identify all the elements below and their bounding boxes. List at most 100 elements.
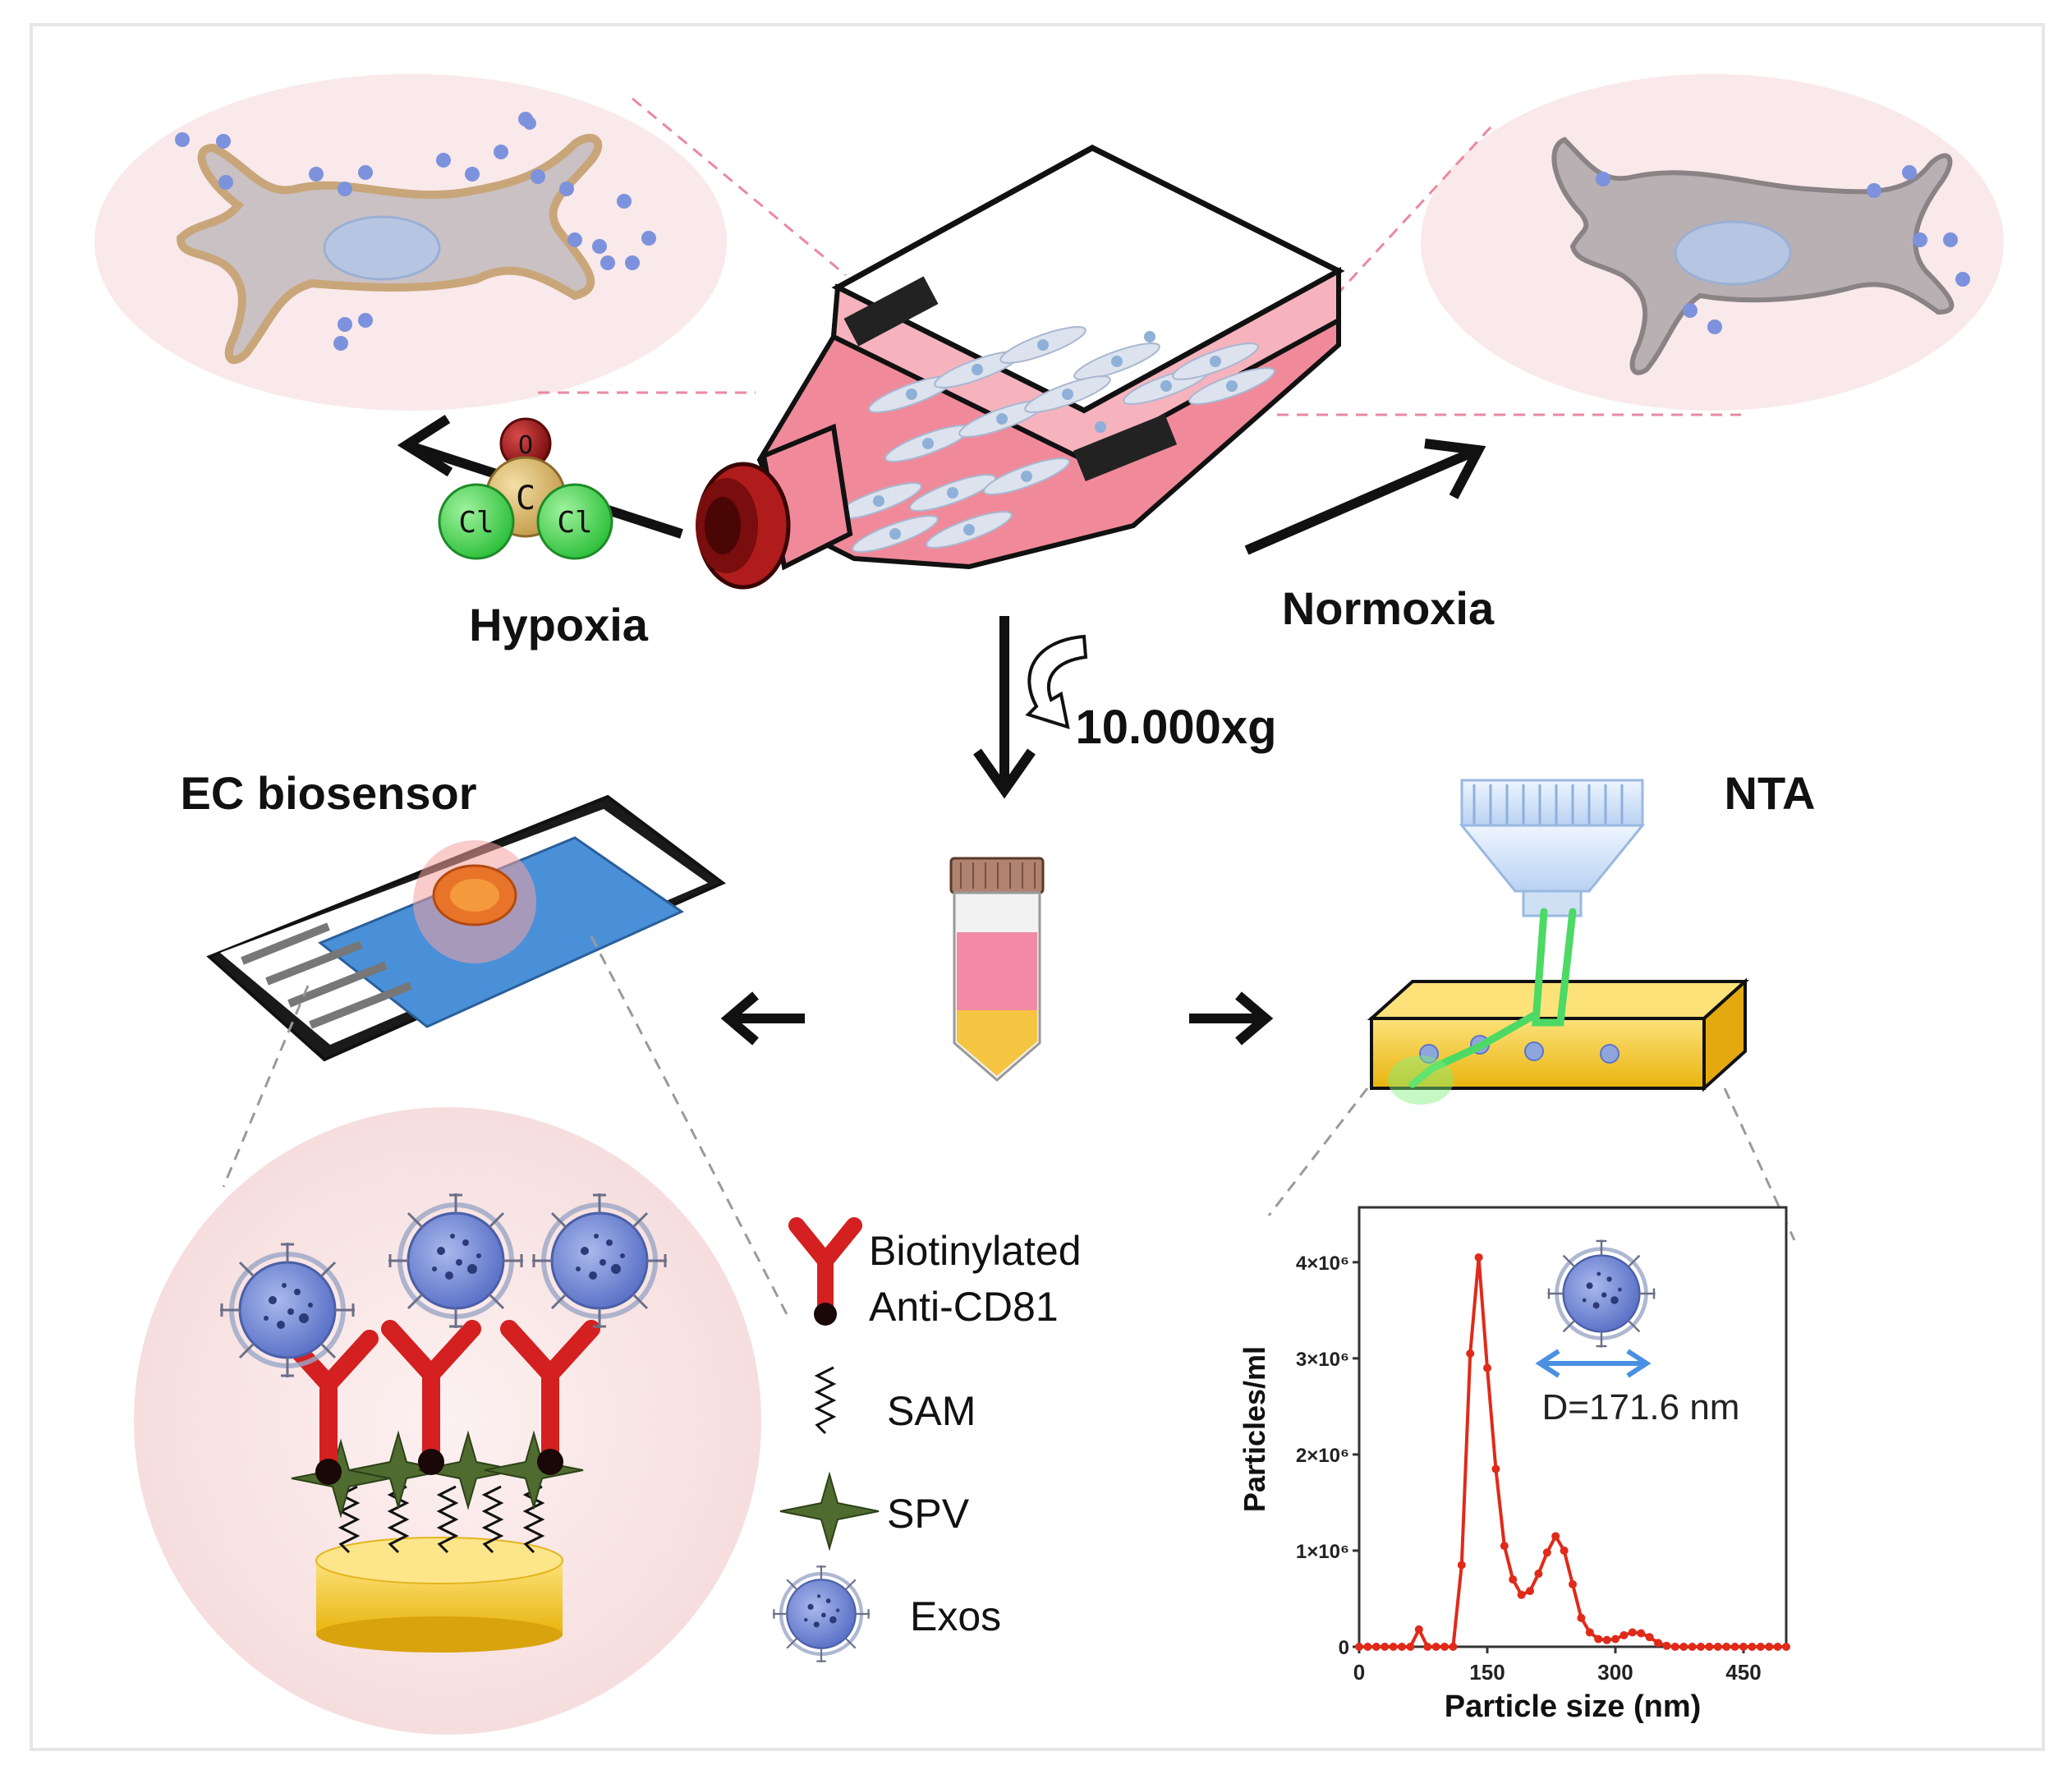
laser-glow <box>1388 1055 1454 1105</box>
x-tick-label: 450 <box>1725 1660 1761 1685</box>
ec-biosensor-label: EC biosensor <box>181 767 477 819</box>
x-tick-label: 300 <box>1597 1660 1633 1685</box>
x-tick-label: 150 <box>1469 1660 1505 1685</box>
data-point <box>1773 1643 1782 1651</box>
hypoxia-cell-panel <box>94 74 727 411</box>
data-point <box>1483 1363 1491 1372</box>
data-point <box>1594 1634 1603 1643</box>
nta-microscope <box>1459 779 1646 917</box>
centrifuge-tube <box>949 857 1045 1082</box>
cocl2-molecule: O C Cl Cl <box>438 417 613 560</box>
data-point <box>1414 1625 1423 1634</box>
data-point <box>1577 1613 1586 1622</box>
data-point <box>1688 1643 1697 1651</box>
data-point <box>1560 1546 1569 1555</box>
legend-antibody-symbol <box>788 1217 862 1326</box>
data-point <box>1398 1643 1406 1651</box>
chlorine-left-label: Cl <box>458 506 494 540</box>
biosensor-zoom-lines <box>222 935 788 1315</box>
data-point <box>1363 1643 1372 1651</box>
data-point <box>1662 1641 1671 1650</box>
y-tick-label: 4×10⁶ <box>1296 1253 1349 1275</box>
data-point <box>1423 1643 1432 1651</box>
data-point <box>1500 1542 1509 1551</box>
chlorine-right-label: Cl <box>557 506 592 540</box>
tube-supernatant <box>957 932 1037 1010</box>
legend-exos-symbol <box>773 1565 870 1662</box>
data-point <box>1654 1639 1662 1648</box>
data-point <box>1782 1643 1790 1651</box>
normoxia-label: Normoxia <box>1282 582 1495 634</box>
data-point <box>1389 1643 1398 1651</box>
ec-biosensor-chip <box>206 794 726 1062</box>
flask-cell-nuclei <box>873 331 1238 540</box>
nta-sample-chamber <box>1367 977 1750 1092</box>
data-point <box>1748 1643 1757 1651</box>
legend: Biotinylated Anti-CD81 SAM SPV Exos <box>773 1217 1082 1662</box>
normoxia-arrow <box>1244 439 1486 555</box>
data-point <box>1381 1643 1390 1651</box>
gold-electrode-disc <box>315 1537 563 1653</box>
data-point <box>1440 1643 1449 1651</box>
data-point <box>1739 1643 1748 1651</box>
culture-flask <box>696 145 1345 590</box>
normoxia-nucleus <box>1674 220 1792 286</box>
arrow-to-nta <box>1189 991 1274 1046</box>
data-point <box>1585 1628 1594 1637</box>
chlorine-atom-right <box>536 483 613 560</box>
tube-pellet <box>957 1010 1037 1076</box>
hypoxia-nucleus <box>323 215 441 281</box>
centrifuge-down-arrow <box>973 616 1036 799</box>
data-point <box>1431 1643 1440 1651</box>
nta-particles <box>1419 1035 1619 1064</box>
data-point <box>1551 1532 1560 1541</box>
flask-label-right <box>1073 413 1178 482</box>
data-point <box>1526 1587 1534 1596</box>
y-tick-label: 1×10⁶ <box>1296 1541 1349 1563</box>
data-point <box>1697 1643 1705 1651</box>
normoxia-exosome-dots <box>1596 165 1970 334</box>
data-point <box>1765 1643 1774 1651</box>
data-point <box>1491 1464 1500 1473</box>
data-point <box>1355 1643 1363 1651</box>
data-point <box>1670 1643 1679 1651</box>
rotation-icon <box>1025 634 1088 729</box>
chart-x-axis-label: Particle size (nm) <box>1445 1689 1702 1724</box>
data-point <box>1602 1635 1611 1644</box>
data-point <box>1449 1643 1458 1651</box>
data-point <box>1705 1643 1714 1651</box>
nta-label: NTA <box>1725 767 1816 819</box>
data-point <box>1534 1570 1543 1579</box>
data-point <box>1722 1643 1731 1651</box>
chart-exosome-icon <box>1547 1239 1655 1347</box>
oxygen-label: O <box>518 431 533 460</box>
y-tick-label: 2×10⁶ <box>1296 1445 1349 1467</box>
data-point <box>1730 1643 1739 1651</box>
data-point <box>1406 1643 1415 1651</box>
hypoxia-label: Hypoxia <box>469 599 649 650</box>
legend-spv-label: SPV <box>887 1491 970 1537</box>
chart-series-points <box>1355 1253 1790 1651</box>
arrow-to-biosensor <box>720 991 805 1046</box>
nta-laser-path <box>1408 908 1577 1088</box>
legend-antibody-line1: Biotinylated <box>869 1228 1082 1274</box>
legend-antibody-line2: Anti-CD81 <box>869 1284 1059 1330</box>
data-point <box>1474 1253 1483 1262</box>
chart-y-axis-label: Particles/ml <box>1238 1346 1271 1512</box>
nta-size-distribution-chart: 0 1×10⁶ 2×10⁶ 3×10⁶ 4×10⁶ 0 150 300 450 Particl… <box>1238 1206 1790 1724</box>
data-point <box>1466 1349 1475 1358</box>
chart-y-ticks: 0 1×10⁶ 2×10⁶ 3×10⁶ 4×10⁶ <box>1296 1253 1359 1659</box>
data-point <box>1542 1548 1551 1557</box>
flask-label-left <box>843 276 939 347</box>
data-point <box>1628 1628 1637 1637</box>
y-tick-label: 0 <box>1339 1637 1349 1659</box>
data-point <box>1637 1629 1646 1638</box>
x-tick-label: 0 <box>1353 1660 1365 1685</box>
diameter-arrow <box>1535 1349 1652 1378</box>
diameter-label: D=171.6 nm <box>1542 1387 1740 1427</box>
y-tick-label: 3×10⁶ <box>1296 1349 1349 1371</box>
legend-exos-label: Exos <box>910 1593 1001 1639</box>
centrifuge-label: 10.000xg <box>1075 701 1276 754</box>
